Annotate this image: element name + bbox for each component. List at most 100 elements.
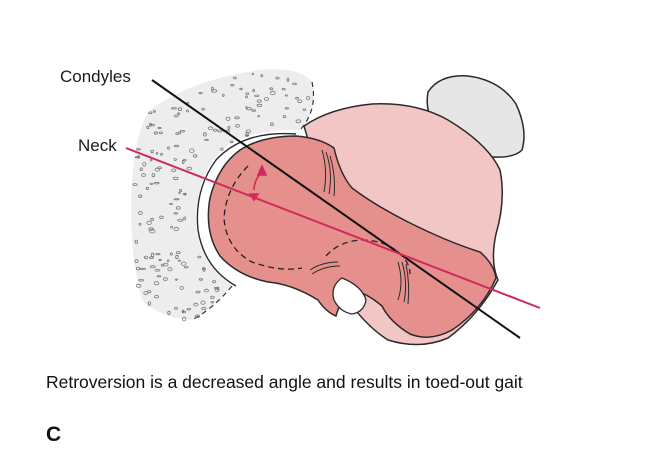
bone-speckle — [244, 134, 249, 137]
bone-speckle — [153, 181, 160, 185]
panel-letter: C — [46, 423, 62, 446]
bone-speckle — [252, 88, 255, 93]
bone-speckle — [174, 278, 178, 281]
bone-speckle — [167, 146, 170, 150]
bone-speckle — [275, 76, 280, 80]
bone-speckle — [182, 316, 187, 322]
bone-speckle — [174, 306, 178, 310]
bone-speckle — [157, 126, 162, 130]
bone-speckle — [175, 254, 179, 260]
bone-speckle — [193, 302, 199, 307]
bone-speckle — [155, 253, 161, 256]
bone-speckle — [183, 216, 187, 221]
bone-speckle — [158, 258, 162, 261]
neck-label: Neck — [78, 136, 117, 155]
bone-speckle — [245, 92, 250, 95]
bone-speckle — [153, 131, 158, 135]
acetabulum — [131, 69, 315, 322]
bone-speckle — [141, 173, 147, 177]
bone-speckle — [181, 310, 186, 314]
bone-speckle — [270, 122, 274, 126]
neck-axis-line — [125, 147, 541, 309]
bone-speckle — [136, 148, 141, 151]
bone-speckle — [180, 261, 187, 266]
bone-speckle — [213, 286, 218, 290]
bone-speckle — [134, 239, 138, 244]
bone-speckle — [182, 158, 187, 162]
bone-speckle — [230, 83, 235, 87]
bone-speckle — [172, 176, 179, 181]
bone-speckle — [177, 218, 184, 222]
bone-speckle — [159, 215, 164, 219]
hidden-head-outline — [223, 165, 303, 270]
bone-speckle — [210, 301, 214, 304]
bone-speckle — [136, 155, 140, 159]
bone-speckle — [173, 144, 180, 148]
bone-speckle — [245, 95, 248, 99]
bone-speckle — [216, 286, 220, 290]
bone-speckle — [227, 125, 231, 130]
bone-speckle — [149, 158, 153, 162]
bone-speckle — [260, 74, 264, 78]
bone-speckle — [286, 77, 290, 82]
bone-speckle — [135, 283, 142, 288]
bone-speckle — [170, 107, 177, 110]
bone-speckle — [175, 251, 181, 255]
figure-caption: Retroversion is a decreased angle and re… — [46, 372, 523, 392]
condyles-label: Condyles — [60, 67, 131, 86]
bone-speckle — [186, 101, 190, 105]
bone-speckle — [182, 193, 187, 196]
bone-speckle — [297, 99, 303, 104]
bone-speckle — [138, 194, 143, 198]
bone-speckle — [257, 114, 261, 118]
bone-speckle — [149, 265, 156, 269]
bone-speckle — [284, 94, 288, 97]
joint-space-arc — [196, 132, 297, 287]
bone-speckle — [173, 212, 179, 215]
bone-speckle — [169, 202, 173, 205]
bone-speckle — [251, 72, 255, 76]
femoral-head-and-neck — [207, 135, 497, 338]
bone-speckle — [263, 97, 270, 101]
bone-speckle — [284, 107, 289, 110]
bone-speckle — [167, 310, 171, 315]
bone-speckle — [149, 182, 154, 185]
bone-speckle — [175, 206, 181, 210]
bone-speckle — [179, 285, 184, 290]
bone-speckle — [189, 148, 195, 153]
bone-speckle — [145, 186, 149, 191]
bone-speckle — [135, 266, 140, 271]
bone-speckle — [269, 87, 274, 90]
bone-speckle — [254, 94, 260, 98]
bone-speckle — [173, 198, 180, 201]
bone-speckle — [152, 110, 156, 113]
bone-speckle — [179, 129, 185, 133]
bone-speckle — [173, 158, 177, 161]
bone-speckle — [233, 76, 237, 80]
bone-speckle — [198, 92, 203, 95]
bone-speckle — [148, 256, 154, 260]
bone-speckle — [183, 266, 189, 269]
bone-speckle — [295, 119, 302, 124]
bone-speckle — [186, 308, 192, 311]
bone-speckle — [295, 96, 299, 100]
bone-speckle — [256, 99, 262, 103]
bone-speckle — [306, 96, 311, 101]
bone-speckle — [185, 109, 189, 113]
bone-speckle — [137, 211, 143, 215]
bone-speckles — [132, 72, 311, 322]
bone-speckle — [160, 152, 163, 156]
bone-speckle — [282, 115, 287, 119]
bone-speckle — [146, 125, 150, 130]
bone-speckle — [217, 129, 223, 133]
bone-speckle — [156, 166, 163, 170]
bone-speckle — [143, 255, 148, 260]
bone-speckle — [150, 217, 154, 221]
bone-speckle — [207, 126, 214, 130]
bone-speckle — [245, 129, 251, 134]
bone-speckle — [211, 89, 218, 93]
bone-speckle — [149, 123, 155, 127]
bone-speckle — [229, 140, 234, 144]
bone-speckle — [195, 290, 201, 294]
